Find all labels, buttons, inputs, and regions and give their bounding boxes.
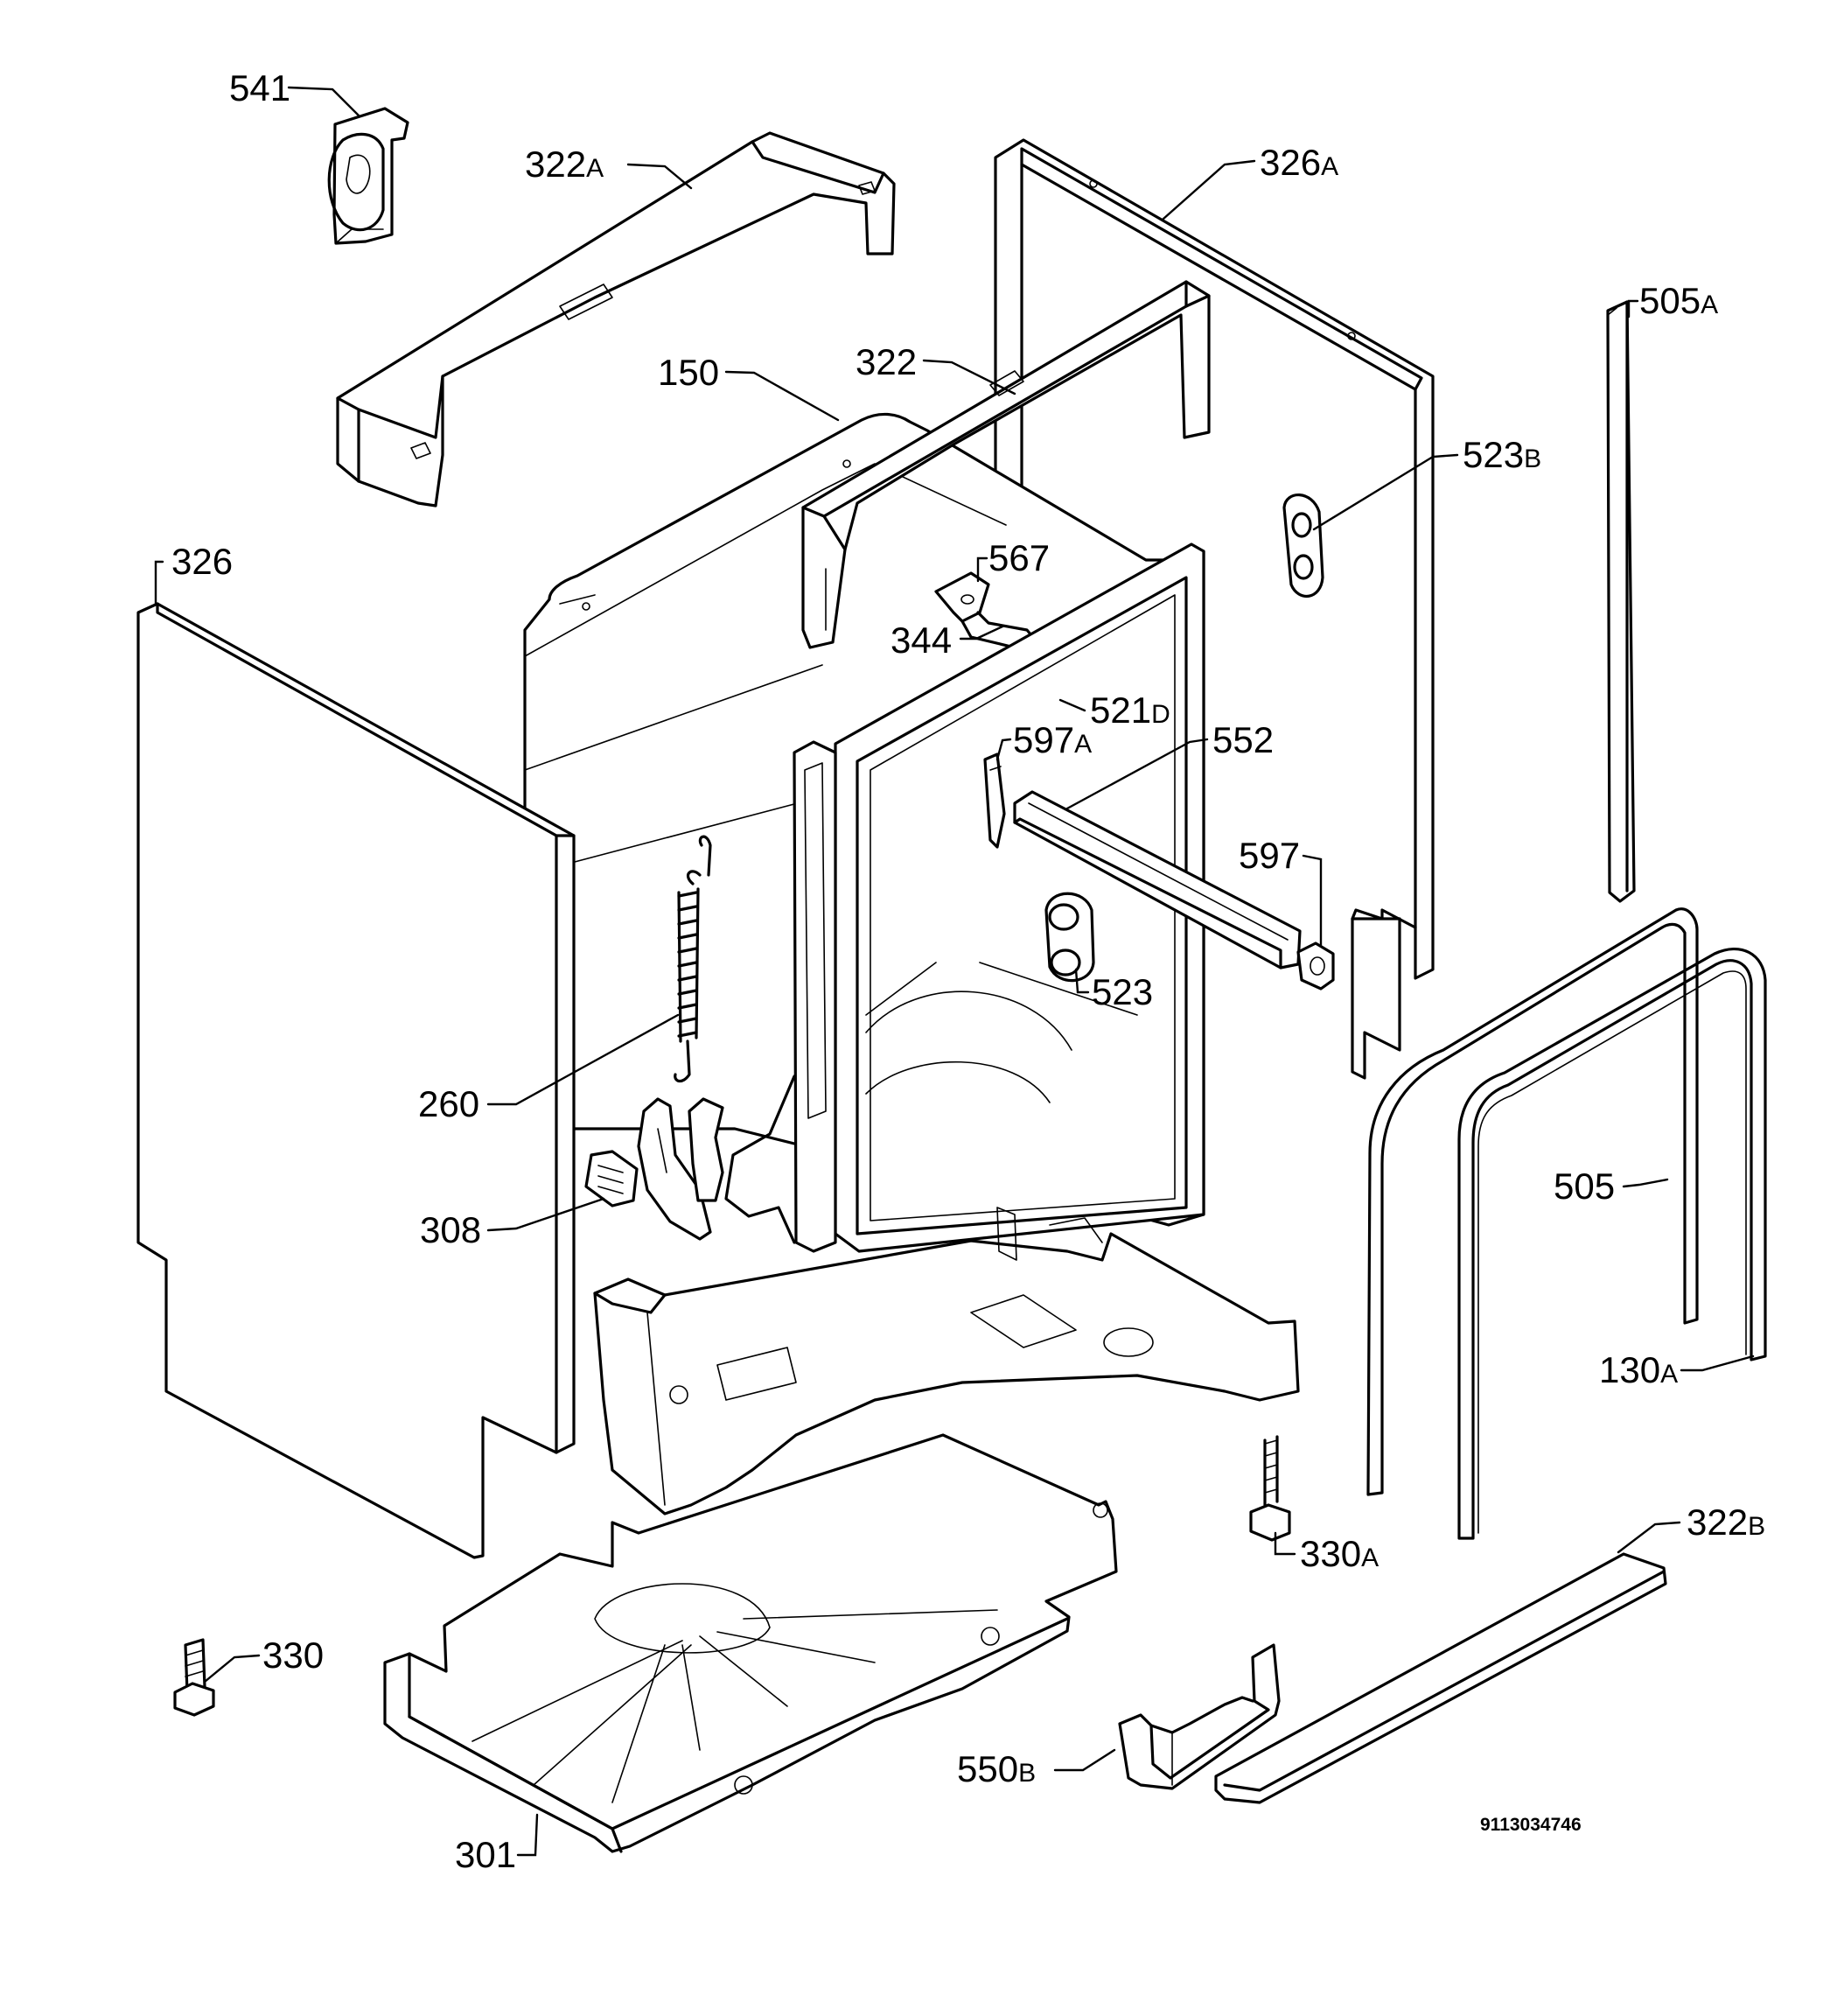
part-130a-seal bbox=[1457, 948, 1767, 1540]
part-505-door-seal bbox=[1366, 907, 1699, 1496]
part-330-foot bbox=[173, 1638, 215, 1717]
callout-541: 541 bbox=[229, 67, 290, 108]
part-322b-rail bbox=[1214, 1552, 1667, 1804]
callout-552: 552 bbox=[1212, 719, 1274, 760]
callout-322b: 322B bbox=[1687, 1502, 1765, 1543]
callout-330a: 330A bbox=[1300, 1533, 1379, 1574]
callout-505a: 505A bbox=[1639, 280, 1718, 321]
callout-326: 326 bbox=[171, 541, 233, 582]
part-301-base-tray bbox=[383, 1433, 1118, 1853]
part-541-clip bbox=[327, 107, 409, 245]
callout-523: 523 bbox=[1092, 971, 1153, 1012]
part-597-clip bbox=[1296, 942, 1335, 990]
part-330a-foot bbox=[1249, 1435, 1291, 1542]
part-base-frame bbox=[593, 1207, 1300, 1516]
part-322-brace bbox=[801, 280, 1211, 649]
callout-308: 308 bbox=[420, 1209, 481, 1250]
callout-344: 344 bbox=[891, 620, 952, 661]
part-260-spring bbox=[674, 835, 712, 1083]
callout-322a: 322A bbox=[525, 144, 604, 185]
callout-597a: 597A bbox=[1013, 719, 1092, 760]
part-326-side-panel bbox=[136, 602, 576, 1559]
callout-330: 330 bbox=[262, 1634, 324, 1676]
callout-322: 322 bbox=[856, 341, 917, 382]
callout-567: 567 bbox=[988, 537, 1050, 578]
callout-260: 260 bbox=[418, 1083, 479, 1124]
document-number: 9113034746 bbox=[1480, 1815, 1582, 1835]
part-door-frame bbox=[724, 542, 1205, 1253]
part-550b-bracket bbox=[1118, 1643, 1281, 1790]
callout-150: 150 bbox=[658, 352, 719, 393]
callout-labels: 541 322A 326A 505A 150 322 523B 326 567 … bbox=[171, 67, 1765, 1875]
part-523b-grommet bbox=[1282, 494, 1324, 598]
part-597a-clip bbox=[983, 752, 1006, 849]
callout-523b: 523B bbox=[1463, 434, 1541, 475]
part-552-rail bbox=[1013, 790, 1302, 970]
callout-521d: 521D bbox=[1090, 690, 1170, 731]
leader-lines bbox=[154, 86, 1755, 1857]
callout-505: 505 bbox=[1554, 1166, 1615, 1207]
callout-130a: 130A bbox=[1599, 1349, 1678, 1390]
part-322a-brace bbox=[336, 131, 896, 508]
part-505a-seal-strip bbox=[1606, 300, 1636, 903]
part-523-grommet bbox=[1044, 892, 1095, 983]
callout-597: 597 bbox=[1239, 835, 1300, 876]
part-308-hinge bbox=[584, 1097, 724, 1241]
callout-550b: 550B bbox=[957, 1748, 1036, 1789]
callout-301: 301 bbox=[455, 1834, 516, 1875]
callout-326a: 326A bbox=[1260, 142, 1338, 183]
